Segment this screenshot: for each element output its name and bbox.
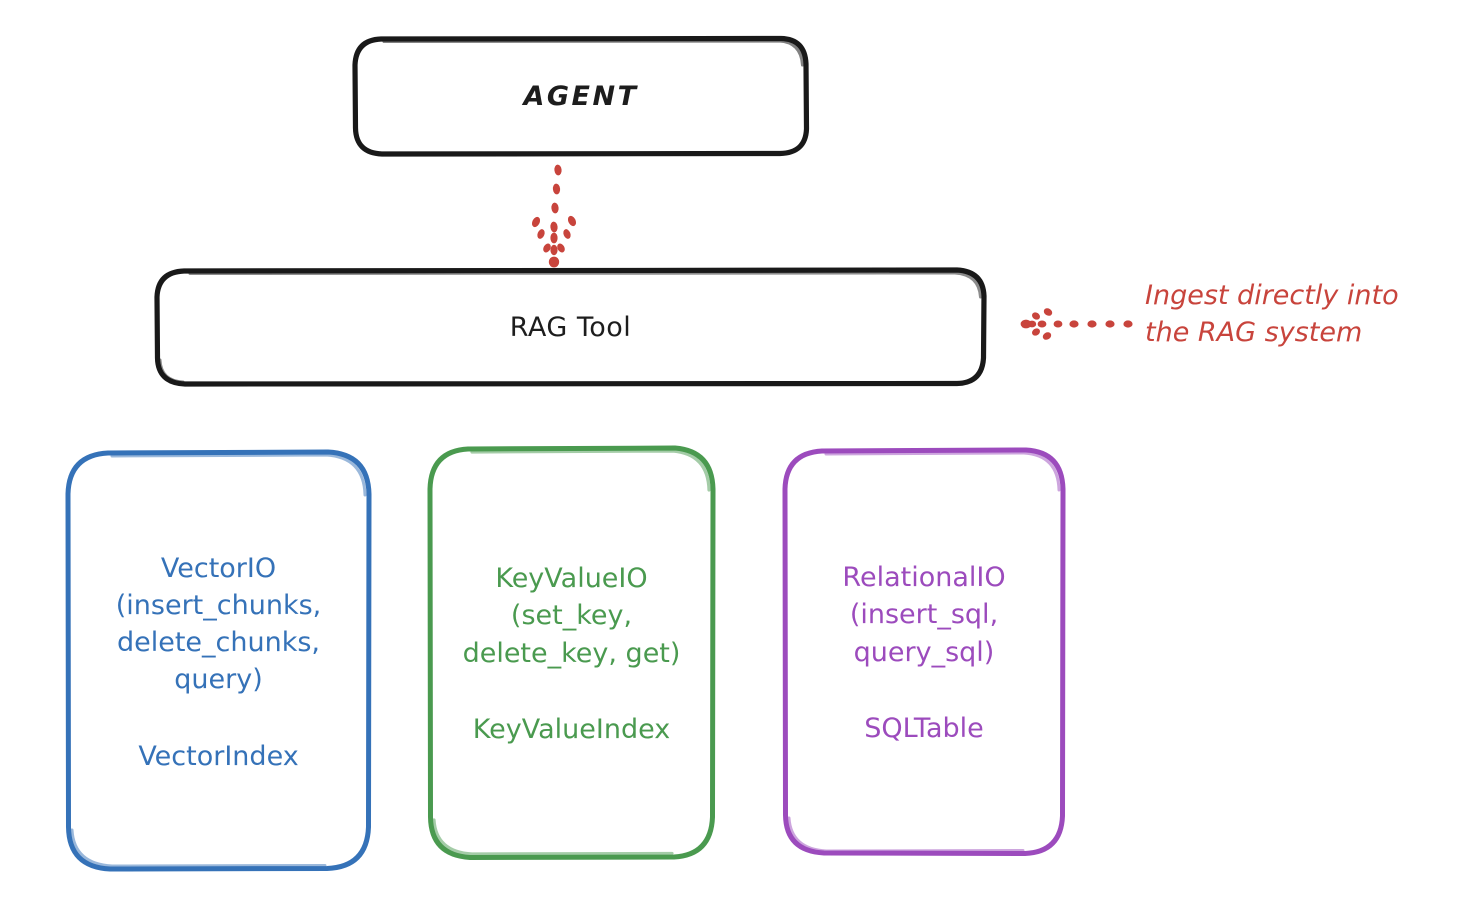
relational-io-api-label: RelationalIO (insert_sql, query_sql): [842, 562, 1006, 668]
sql-table-label: SQLTable: [864, 712, 984, 744]
ingest-annotation-text: Ingest directly into the RAG system: [1145, 280, 1399, 349]
key-value-io-node[interactable]: KeyValueIO (set_key, delete_key, get) Ke…: [430, 448, 713, 857]
agent-node[interactable]: AGENT: [355, 38, 807, 154]
agent-label: AGENT: [523, 80, 639, 112]
relational-io-node[interactable]: RelationalIO (insert_sql, query_sql) SQL…: [785, 450, 1063, 853]
vector-io-api-label: VectorIO (insert_chunks, delete_chunks, …: [115, 552, 322, 696]
vector-io-node[interactable]: VectorIO (insert_chunks, delete_chunks, …: [68, 452, 369, 869]
rag-tool-label: RAG Tool: [509, 311, 632, 343]
connector-agent-to-rag-tool: [531, 164, 577, 268]
connector-annotation-to-rag-tool: [1020, 308, 1133, 340]
key-value-index-label: KeyValueIndex: [472, 713, 671, 745]
rag-tool-node[interactable]: RAG Tool: [157, 270, 984, 384]
vector-index-label: VectorIndex: [138, 740, 299, 772]
key-value-io-api-label: KeyValueIO (set_key, delete_key, get): [462, 563, 681, 669]
